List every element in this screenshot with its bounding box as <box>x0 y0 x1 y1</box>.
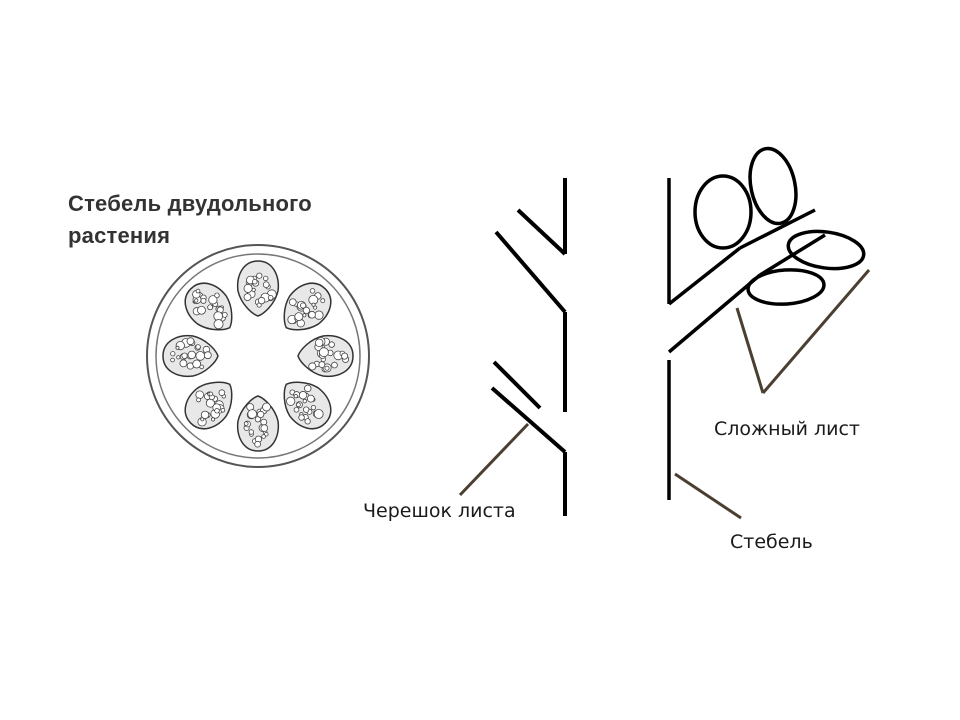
vascular-bundle <box>283 381 332 430</box>
vascular-bundle <box>236 395 280 452</box>
rachis-upper-edge <box>667 246 742 306</box>
vascular-bundle <box>184 282 233 331</box>
compound-leaf-pointer-right <box>761 269 871 394</box>
title-line-2: растения <box>68 223 171 248</box>
compound-leaf-pointer-left <box>735 307 765 394</box>
vascular-bundle <box>184 381 233 430</box>
vascular-bundles <box>162 260 354 452</box>
inner-cortex-ring <box>155 253 361 459</box>
petiole-lower-bottom <box>490 386 567 454</box>
vascular-bundle <box>236 260 280 317</box>
compound-leaf-scheme <box>667 146 866 500</box>
vascular-bundle <box>283 282 332 331</box>
petiole-upper-top <box>516 208 567 256</box>
petiole-label: Черешок листа <box>363 500 516 522</box>
title-line-1: Стебель двудольного <box>68 191 312 216</box>
leaflet-left <box>693 174 753 250</box>
stem-cross-section <box>146 244 370 468</box>
petiole-pointer <box>458 422 530 497</box>
stem-pointer <box>674 472 742 520</box>
simple-leaf-scheme <box>490 178 567 516</box>
rachis-lower-edge <box>667 273 762 354</box>
leaflet-right <box>786 229 866 271</box>
petiole-lower-top <box>492 360 542 410</box>
outer-epidermis-ring <box>146 244 370 468</box>
stem-label: Стебель <box>730 531 813 553</box>
leaflet-bottom <box>746 268 826 306</box>
vascular-bundle <box>297 334 354 378</box>
rachis-tip-upper <box>739 208 816 250</box>
leaflet-top <box>748 146 798 226</box>
pointer-lines <box>458 269 871 520</box>
petiole-upper-bottom <box>494 230 567 314</box>
vascular-bundle <box>162 334 219 378</box>
compound-leaf-label: Сложный лист <box>714 418 860 440</box>
cross-section-title: Стебель двудольного растения <box>68 188 312 252</box>
